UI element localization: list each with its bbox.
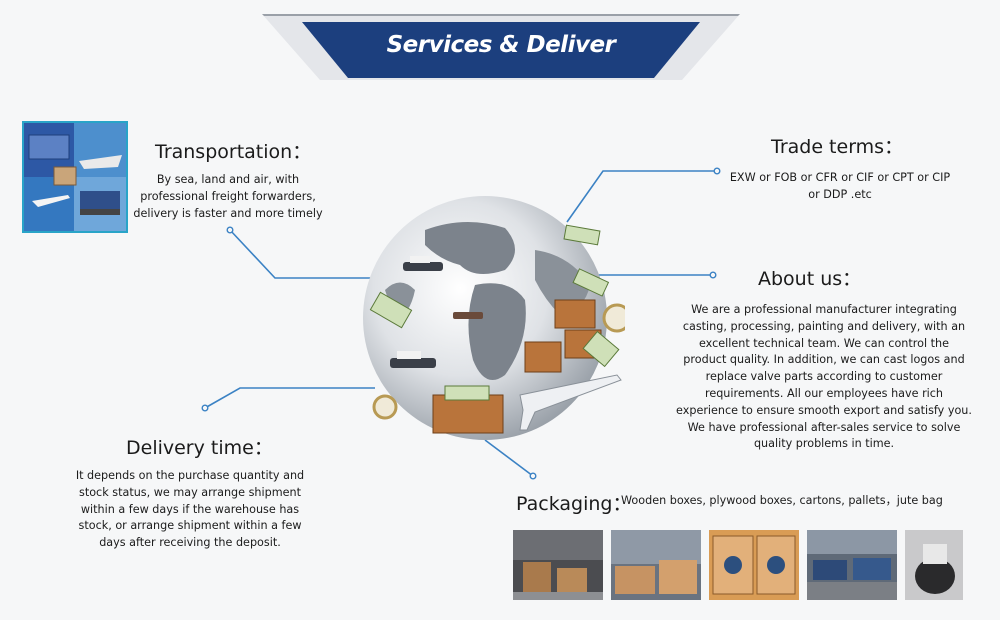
transportation-text: By sea, land and air, with professional … bbox=[133, 173, 323, 220]
about-us-text: We are a professional manufacturer integ… bbox=[676, 303, 972, 451]
transportation-photo bbox=[22, 121, 128, 233]
trade-terms-text: EXW or FOB or CFR or CIF or CPT or CIP o… bbox=[729, 171, 951, 201]
packaging-photo-crates bbox=[611, 530, 701, 600]
packaging-photo-bag bbox=[905, 530, 963, 600]
delivery-time-heading: Delivery time： bbox=[126, 437, 273, 459]
packaging-heading: Packaging： bbox=[516, 493, 632, 515]
trade-terms-heading: Trade terms： bbox=[771, 136, 904, 158]
about-us-heading: About us： bbox=[758, 268, 862, 290]
globe-illustration bbox=[355, 190, 625, 460]
packaging-photo-warehouse bbox=[513, 530, 603, 600]
packaging-photo-boxed-valves bbox=[709, 530, 799, 600]
page-title: Services & Deliver bbox=[386, 32, 616, 58]
packaging-photo-pallets bbox=[807, 530, 897, 600]
header-banner: Services & Deliver bbox=[262, 14, 740, 80]
delivery-time-text: It depends on the purchase quantity and … bbox=[75, 469, 305, 550]
packaging-text: Wooden boxes, plywood boxes, cartons, pa… bbox=[621, 494, 943, 507]
transportation-heading: Transportation： bbox=[155, 141, 312, 163]
banner-shape bbox=[262, 14, 740, 80]
